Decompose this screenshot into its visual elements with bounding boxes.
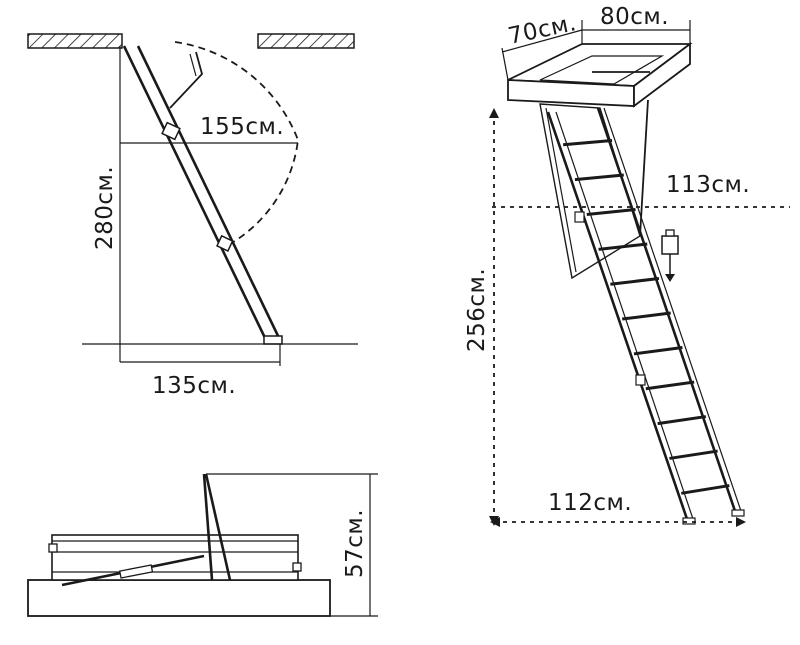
hatch-frame-side	[633, 42, 691, 108]
swing-clearance-label: 113см.	[666, 172, 750, 198]
ladder-rail-front	[122, 45, 268, 341]
folded-height-label: 57см.	[342, 509, 368, 578]
spring-arm-inner	[189, 53, 197, 77]
folded-strut-cylinder	[118, 564, 154, 579]
ladder-hinge-upper	[574, 211, 585, 223]
folded-frame-base	[27, 579, 331, 617]
ladder-rungs	[562, 138, 730, 495]
folded-hinge-left	[48, 543, 58, 553]
floor-reach-label-right: 112см.	[548, 490, 632, 516]
folded-arm-a	[202, 473, 214, 581]
hatch-length-line	[501, 29, 583, 53]
ladder-rail-right-inner	[603, 107, 743, 515]
ladder-foot-right	[731, 509, 745, 517]
folded-arm-b	[204, 473, 232, 581]
folded-hinge-right	[292, 562, 302, 572]
load-weight-icon	[661, 229, 679, 282]
ladder-height-label: 256см.	[464, 268, 490, 352]
ladder-rung	[645, 380, 695, 391]
hatch-opening	[539, 55, 665, 85]
spring-arm	[169, 51, 204, 109]
hatch-door-edge	[545, 107, 577, 273]
ladder-rung	[598, 242, 648, 251]
height-arrow-top	[489, 108, 499, 118]
ladder-rung	[681, 484, 730, 495]
perspective-view: 70см. 80см. 256см. 113см. 112см.	[464, 4, 790, 527]
ceiling-slab-left	[27, 33, 123, 49]
swing-arc	[174, 41, 299, 245]
ladder-rung	[657, 415, 707, 426]
ladder-rail-right	[596, 107, 738, 515]
ladder-foot	[263, 335, 283, 345]
ladder-rung	[610, 277, 660, 286]
side-view: 155см. 280см. 135см.	[27, 33, 358, 399]
ladder-joint-lower	[216, 234, 234, 252]
ladder-rung	[586, 208, 636, 216]
swing-radius-label: 155см.	[200, 114, 284, 140]
ladder-rung	[633, 346, 683, 356]
ladder-rail-back	[136, 45, 282, 341]
ladder-hinge-lower	[635, 374, 646, 386]
ladder-rung	[622, 311, 671, 321]
ladder-rung	[562, 138, 613, 147]
hatch-length-label: 70см.	[506, 10, 579, 50]
reach-arrow-right	[736, 517, 746, 527]
ceiling-height-label: 280см.	[92, 166, 118, 250]
folded-ladder-box	[51, 534, 299, 581]
ladder-rail-left	[546, 111, 690, 523]
ceiling-slab-right	[257, 33, 355, 49]
folded-view: 57см.	[27, 473, 378, 617]
ladder-rung	[574, 173, 624, 182]
hatch-width-label: 80см.	[600, 4, 669, 30]
reach-arrow-left	[490, 517, 500, 527]
door-arm	[639, 99, 649, 237]
hatch-dim-ext-left	[501, 47, 509, 81]
ladder-foot-left	[682, 517, 696, 525]
floor-reach-label: 135см.	[152, 373, 236, 399]
ladder-rung	[669, 449, 718, 460]
ladder-joint-upper	[161, 121, 181, 141]
